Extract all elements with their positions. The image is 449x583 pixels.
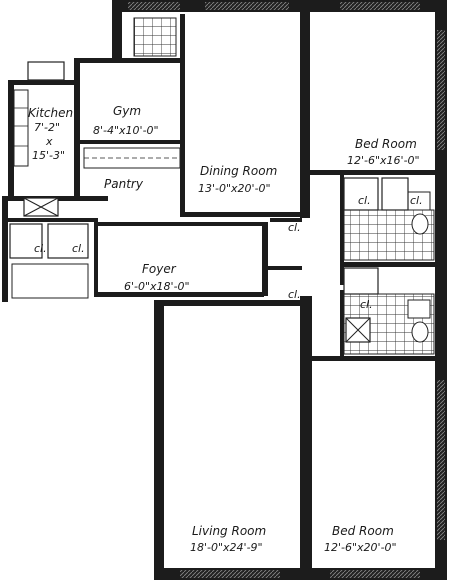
kitchen-dim-length: 15'-3" — [32, 149, 65, 162]
foyer-dims: 6'-0"x18'-0" — [124, 280, 190, 293]
bedroom-1-dims: 12'-6"x16'-0" — [347, 154, 420, 167]
closet-labels: cl. cl. cl. cl. cl. cl. cl. — [34, 194, 423, 311]
top-windows — [128, 2, 420, 10]
bathroom-tiles — [133, 17, 435, 355]
dining-room-dims: 13'-0"x20'-0" — [198, 182, 271, 195]
gym-dims: 8'-4"x10'-0" — [93, 124, 159, 137]
bedroom-1-name: Bed Room — [355, 137, 417, 151]
bedroom-2-name: Bed Room — [332, 524, 394, 538]
closet-label: cl. — [288, 221, 301, 234]
living-room-name: Living Room — [192, 524, 266, 538]
closet-label: cl. — [34, 242, 47, 255]
closet-label: cl. — [360, 298, 373, 311]
closet-label: cl. — [410, 194, 423, 207]
closet-label: cl. — [358, 194, 371, 207]
gym-name: Gym — [113, 104, 141, 118]
room-labels: Kitchen 7'-2" x 15'-3" Gym 8'-4"x10'-0" … — [28, 104, 420, 554]
bedroom-2-dims: 12'-6"x20'-0" — [324, 541, 397, 554]
living-room-dims: 18'-0"x24'-9" — [190, 541, 263, 554]
pantry-name: Pantry — [104, 177, 144, 191]
foyer-name: Foyer — [142, 262, 177, 276]
closet-label: cl. — [288, 288, 301, 301]
interior-walls — [8, 10, 436, 570]
kitchen-fixtures — [11, 61, 181, 299]
side-windows — [180, 30, 445, 578]
kitchen-dim-width: 7'-2" — [34, 121, 60, 134]
closets — [9, 177, 409, 295]
kitchen-dim-x: x — [45, 135, 53, 148]
dining-room-name: Dining Room — [200, 164, 277, 178]
kitchen-name: Kitchen — [28, 106, 73, 120]
closet-label: cl. — [72, 242, 85, 255]
